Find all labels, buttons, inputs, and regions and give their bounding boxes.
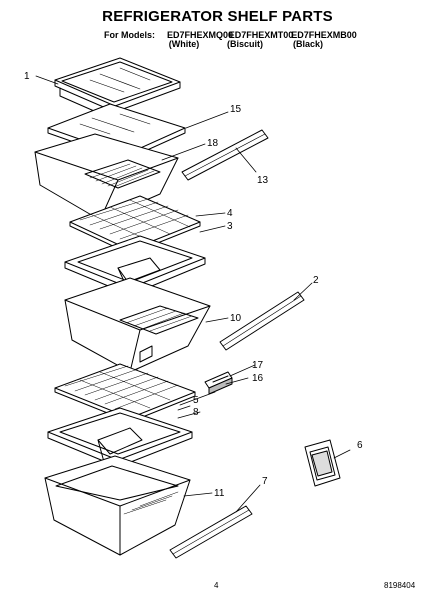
callout-2: 2 xyxy=(313,275,319,286)
part-10-crisper-drawer xyxy=(64,277,211,373)
document-number: 8198404 xyxy=(384,581,416,590)
model-color-black: (Black) xyxy=(292,39,323,49)
model-number-white: ED7FHEXMQ00 xyxy=(166,30,234,40)
part-2-trim-strip xyxy=(219,291,305,351)
callout-13: 13 xyxy=(257,175,269,186)
part-5-grid-shelf xyxy=(54,363,196,423)
part-16-17-brackets xyxy=(204,371,233,395)
callout-8: 8 xyxy=(193,407,199,418)
model-number-biscuit: ED7FHEXMT00 xyxy=(228,30,294,40)
part-6-cover xyxy=(304,439,341,487)
leader-lines xyxy=(35,75,351,513)
part-1-shelf-frame xyxy=(54,57,181,119)
callout-3: 3 xyxy=(227,221,233,232)
models-label: For Models: xyxy=(104,30,155,40)
part-18-crisper-drawer xyxy=(34,133,179,221)
callout-6: 6 xyxy=(357,440,363,451)
page-number: 4 xyxy=(214,581,219,590)
model-color-white: (White) xyxy=(168,39,200,49)
part-7-trim-strip xyxy=(169,505,253,559)
callout-5: 5 xyxy=(193,395,199,406)
callout-15: 15 xyxy=(230,104,242,115)
callout-7: 7 xyxy=(262,476,268,487)
callout-1: 1 xyxy=(24,71,30,82)
callout-17: 17 xyxy=(252,360,264,371)
callout-11: 11 xyxy=(214,488,225,499)
callout-10: 10 xyxy=(230,313,242,324)
page-title: REFRIGERATOR SHELF PARTS xyxy=(102,8,333,25)
part-11-drawer xyxy=(44,455,191,556)
callout-4: 4 xyxy=(227,208,233,219)
part-8-frame xyxy=(47,407,193,468)
model-color-biscuit: (Biscuit) xyxy=(227,39,263,49)
callout-16: 16 xyxy=(252,373,264,384)
model-number-black: ED7FHEXMB00 xyxy=(291,30,357,40)
part-13-trim-strip xyxy=(181,129,269,181)
callout-18: 18 xyxy=(207,138,219,149)
